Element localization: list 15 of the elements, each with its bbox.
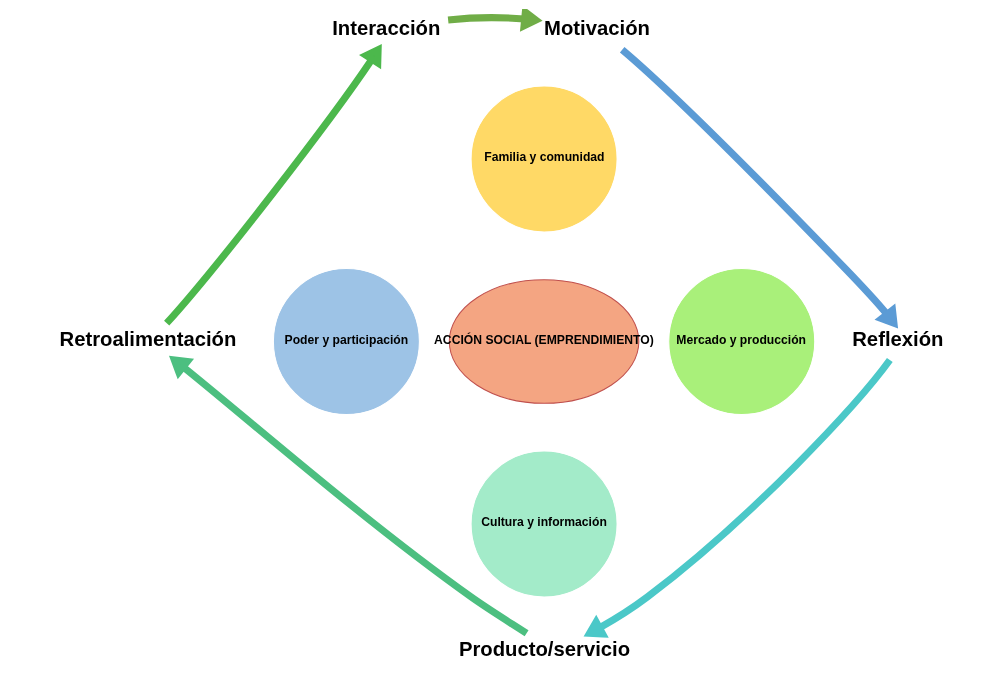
- node-text: Retroalimentación: [59, 327, 237, 350]
- node-circle: Cultura y información: [470, 449, 618, 597]
- node-circle: Mercado y producción: [668, 267, 816, 415]
- arrow: [169, 355, 529, 636]
- node-circle: Familia y comunidad: [470, 85, 618, 233]
- node-text: Interacción: [332, 16, 441, 39]
- node-text: Reflexión: [852, 327, 944, 350]
- node-label: ACCIÓN SOCIAL (EMPRENDIMIENTO): [434, 332, 654, 347]
- arrow: [164, 43, 382, 326]
- arrow: [583, 357, 893, 638]
- node-text: Motivación: [544, 16, 650, 39]
- node-circle: Poder y participación: [272, 267, 420, 415]
- arrow: [447, 8, 543, 32]
- arrow: [619, 46, 899, 329]
- node-text: Producto/servicio: [458, 637, 631, 660]
